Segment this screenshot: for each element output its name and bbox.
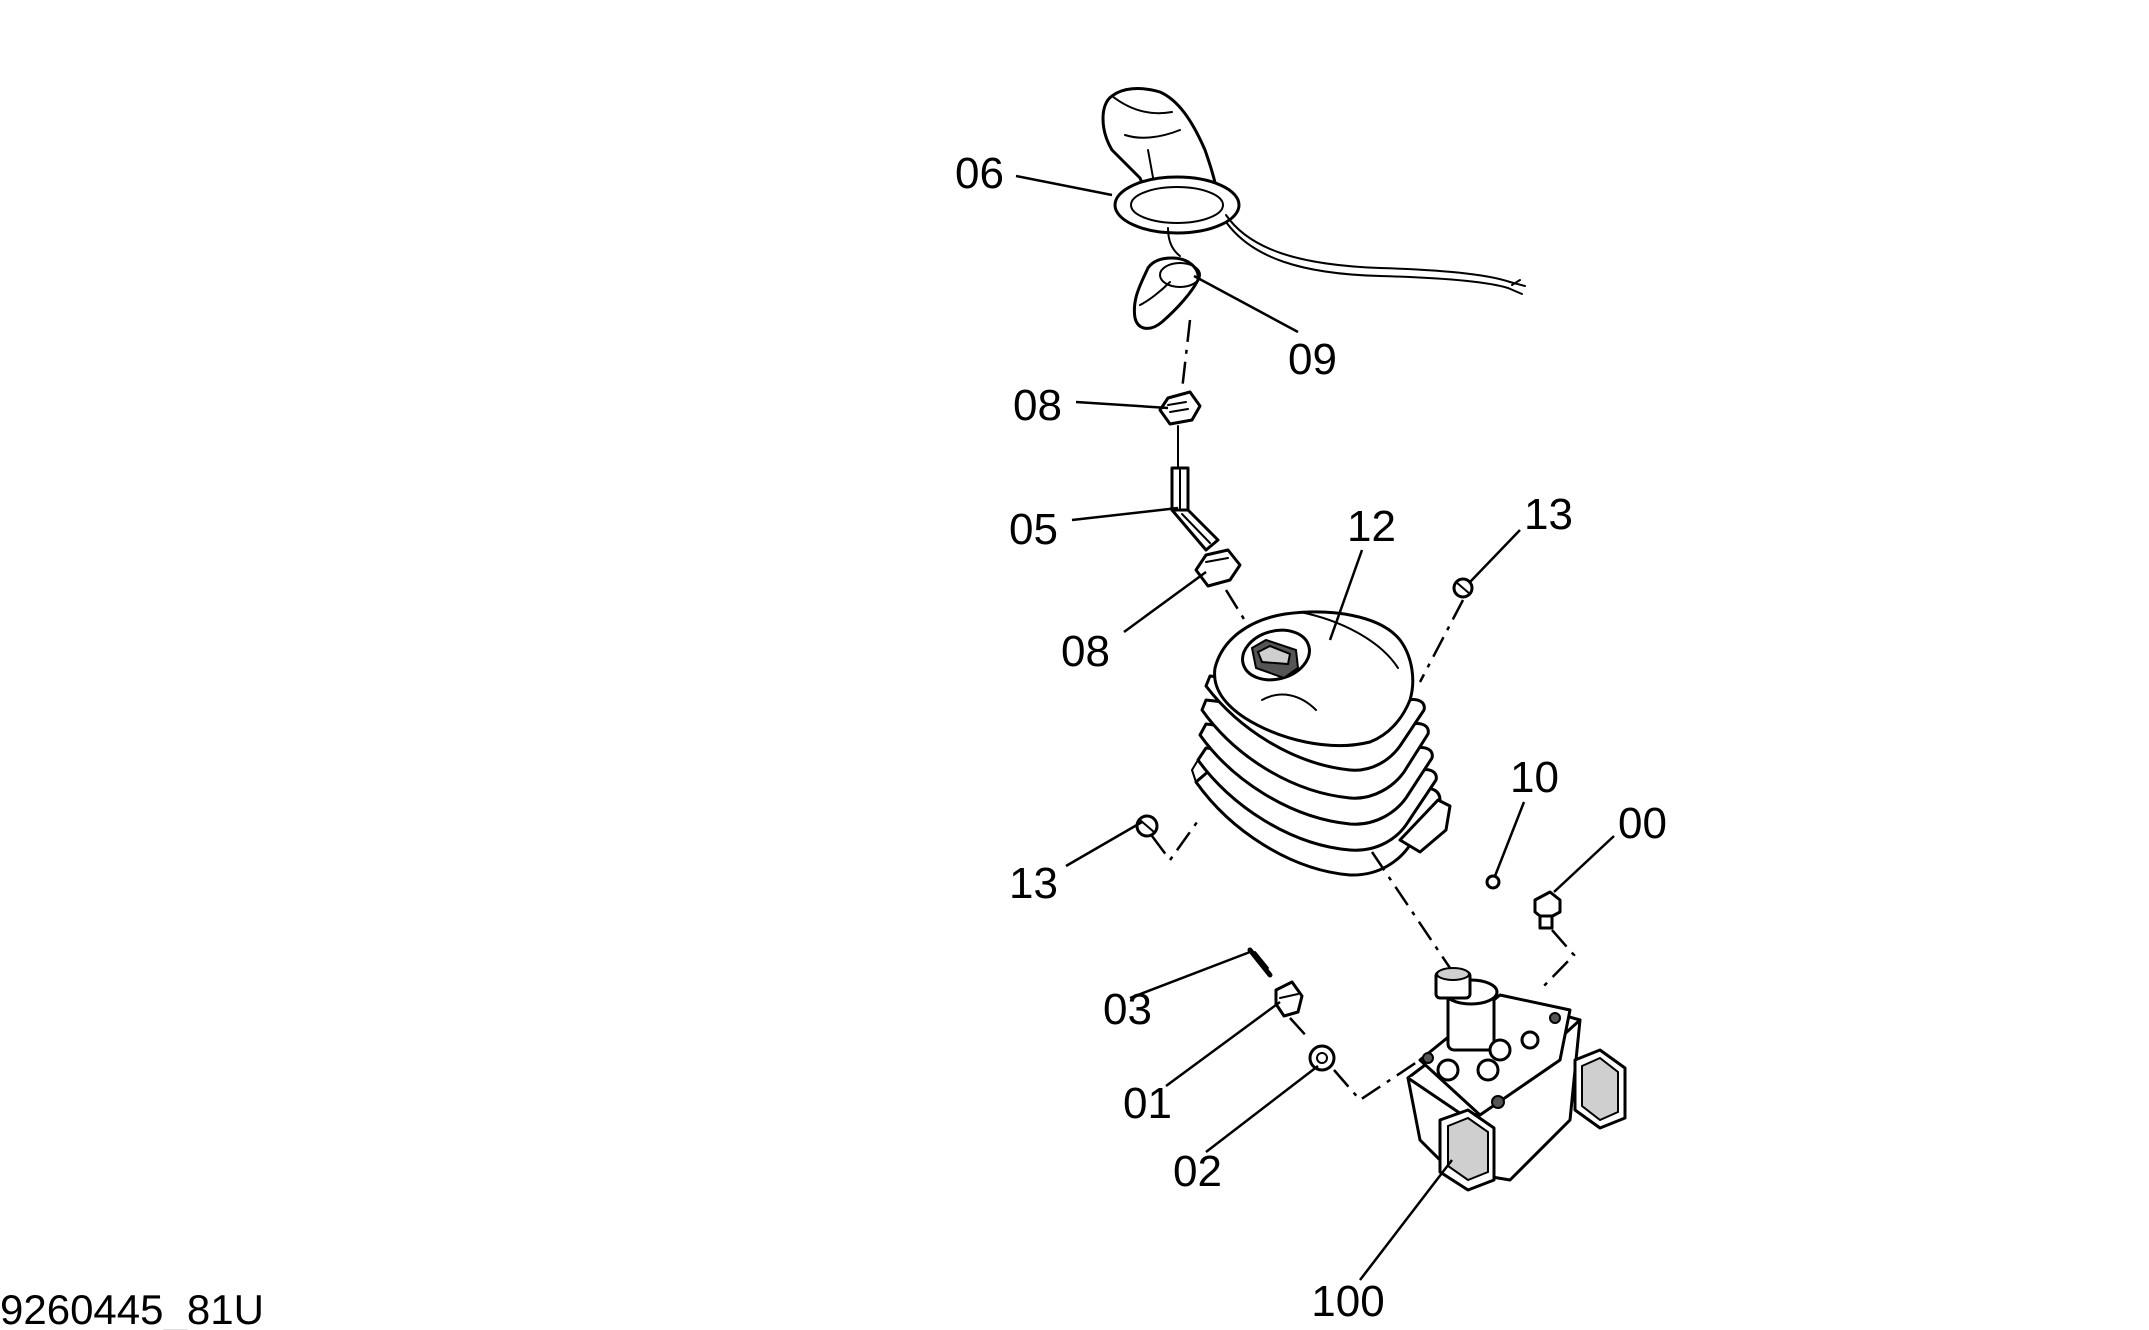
adapter-rod-part <box>1170 425 1220 552</box>
callout-08-lower: 08 <box>1061 627 1110 676</box>
callout-01: 01 <box>1123 1079 1172 1128</box>
callout-09: 09 <box>1288 335 1337 384</box>
callout-05: 05 <box>1009 505 1058 554</box>
small-nut-upper-part <box>1452 577 1474 599</box>
callout-02: 02 <box>1173 1147 1222 1196</box>
leader-lines <box>1015 174 1615 1281</box>
callout-13-upper: 13 <box>1524 490 1573 539</box>
pilot-valve-part <box>1406 967 1627 1192</box>
callout-03: 03 <box>1103 985 1152 1034</box>
bellows-boot-part <box>1191 610 1452 877</box>
callout-06: 06 <box>955 149 1004 198</box>
fitting-part <box>1533 890 1562 930</box>
joystick-grip-part <box>1101 87 1526 295</box>
hex-nut-lower-part <box>1194 548 1242 588</box>
callout-100: 100 <box>1311 1277 1384 1326</box>
small-nut-lower-part <box>1135 814 1159 838</box>
nut-02-part <box>1308 1044 1336 1072</box>
bushing-part <box>1274 980 1304 1018</box>
drawing-id: 9260445_81U <box>0 1286 264 1330</box>
hex-nut-upper-part <box>1158 390 1202 426</box>
callout-12: 12 <box>1347 502 1396 551</box>
callout-00: 00 <box>1618 799 1667 848</box>
callout-08-upper: 08 <box>1013 381 1062 430</box>
washer-clip-part <box>1485 874 1501 890</box>
pin-part <box>1247 947 1273 978</box>
callout-13-lower: 13 <box>1009 859 1058 908</box>
callout-10: 10 <box>1510 753 1559 802</box>
grip-grommet-part <box>1132 256 1201 330</box>
